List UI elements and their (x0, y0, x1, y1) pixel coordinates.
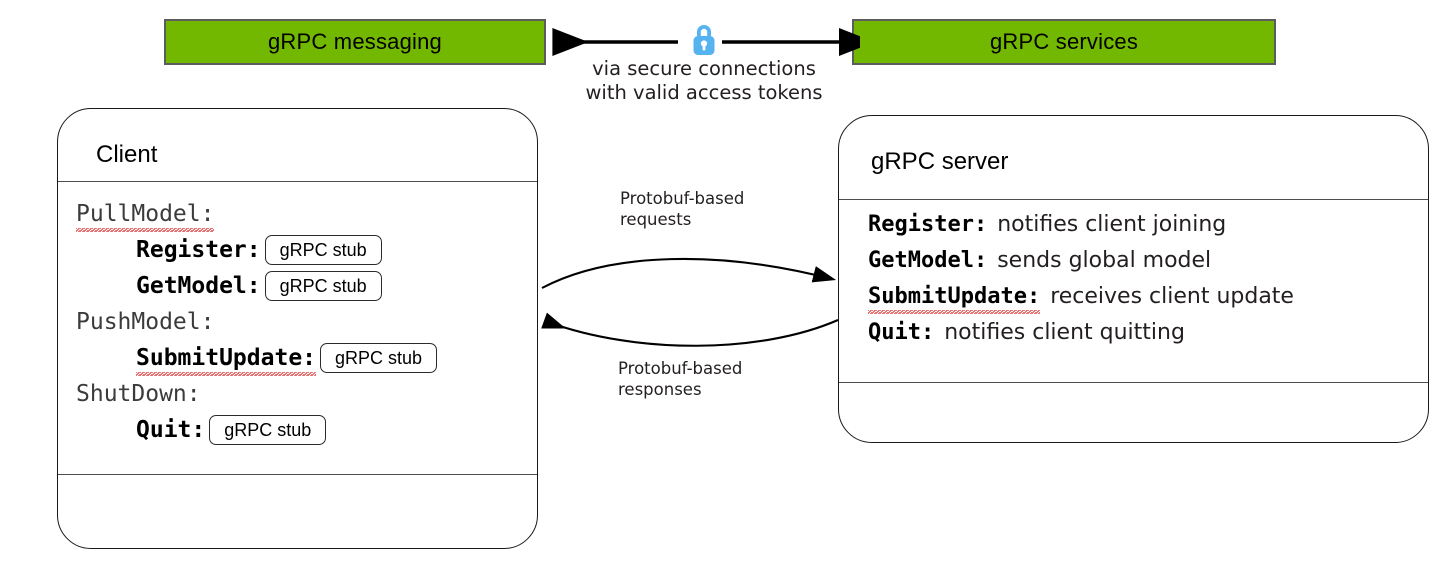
server-method-list: Register: notifies client joining GetMod… (868, 212, 1428, 356)
client-group-row: PushModel: (76, 304, 526, 340)
grpc-messaging-banner: gRPC messaging (164, 19, 546, 65)
grpc-stub-chip[interactable]: gRPC stub (320, 343, 438, 373)
client-group-shutdown-label: ShutDown: (76, 381, 201, 407)
client-method-list: PullModel: Register: gRPC stub GetModel:… (76, 196, 526, 448)
server-method-row: Quit: notifies client quitting (868, 320, 1428, 356)
server-method-row: Register: notifies client joining (868, 212, 1428, 248)
server-method-submitupdate-label: SubmitUpdate: (868, 284, 1041, 314)
client-method-row: Quit: gRPC stub (76, 412, 526, 448)
client-method-submitupdate-label: SubmitUpdate: (136, 345, 317, 376)
request-flow-label: Protobuf-based requests (620, 189, 745, 229)
server-method-register-label: Register: (868, 212, 988, 237)
client-method-row: SubmitUpdate: gRPC stub (76, 340, 526, 376)
server-method-getmodel-label: GetModel: (868, 248, 988, 273)
secure-connection-arrows (552, 27, 860, 57)
client-method-row: Register: gRPC stub (76, 232, 526, 268)
client-method-row: GetModel: gRPC stub (76, 268, 526, 304)
server-method-quit-desc: notifies client quitting (944, 320, 1185, 345)
grpc-messaging-label: gRPC messaging (268, 29, 442, 54)
grpc-services-label: gRPC services (989, 29, 1139, 54)
server-header-divider (839, 199, 1428, 200)
client-method-quit-label: Quit: (136, 417, 206, 443)
grpc-stub-chip[interactable]: gRPC stub (264, 271, 382, 301)
server-method-submitupdate-desc: receives client update (1050, 284, 1294, 309)
grpc-services-banner: gRPC services (852, 19, 1276, 65)
server-footer-divider (839, 382, 1428, 383)
response-arrow-icon (541, 312, 839, 347)
secure-connection-caption: via secure connections with valid access… (585, 57, 823, 104)
server-method-getmodel-desc: sends global model (997, 248, 1212, 273)
client-group-pushmodel-label: PushModel: (76, 309, 215, 335)
response-flow-label: Protobuf-based responses (618, 359, 743, 399)
client-group-pullmodel: PullModel: (76, 201, 215, 232)
grpc-stub-chip[interactable]: gRPC stub (209, 415, 327, 445)
grpc-stub-chip[interactable]: gRPC stub (264, 235, 382, 265)
client-footer-divider (58, 474, 537, 475)
client-method-getmodel-label: GetModel: (136, 273, 261, 299)
server-method-quit-label: Quit: (868, 320, 935, 345)
server-method-row: SubmitUpdate: receives client update (868, 284, 1428, 320)
server-title: gRPC server (871, 148, 1009, 175)
server-method-row: GetModel: sends global model (868, 248, 1428, 284)
request-arrow-icon (541, 257, 837, 289)
server-panel (838, 115, 1429, 443)
client-group-pullmodel-label: PullModel: (76, 201, 215, 232)
client-header-divider (58, 181, 537, 182)
client-group-row: PullModel: (76, 196, 526, 232)
client-title: Client (96, 141, 158, 168)
server-method-register-desc: notifies client joining (997, 212, 1227, 237)
lock-icon (693, 25, 715, 55)
client-group-row: ShutDown: (76, 376, 526, 412)
client-method-register-label: Register: (136, 237, 261, 263)
protobuf-flow-arrows (541, 257, 839, 347)
